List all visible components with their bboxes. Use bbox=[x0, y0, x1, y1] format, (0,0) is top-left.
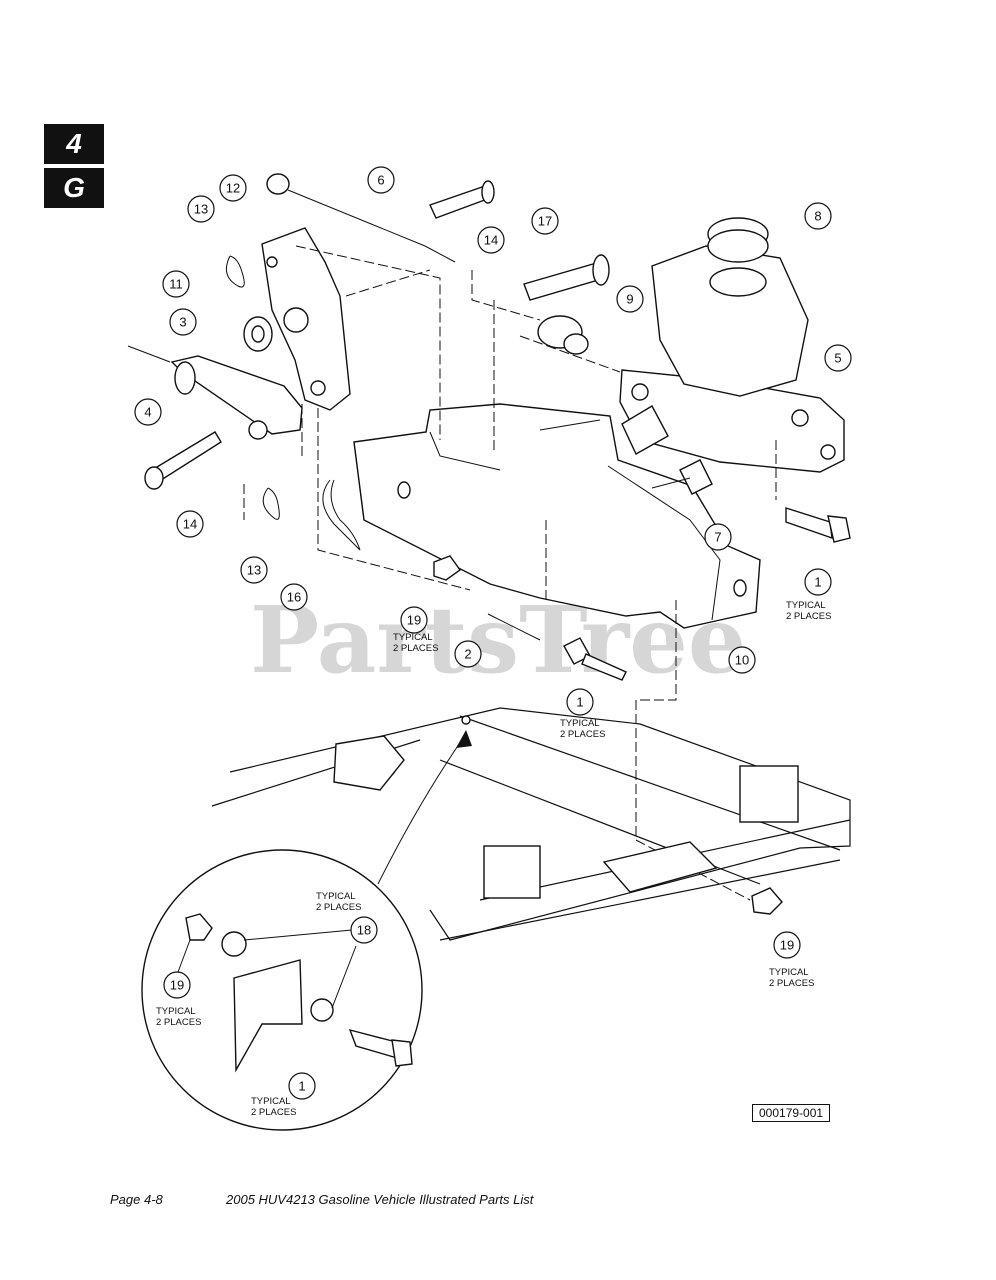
callout-2: 2 bbox=[454, 640, 482, 668]
callout-label: 14 bbox=[484, 233, 498, 248]
callout-circle bbox=[350, 916, 378, 944]
callout-label: 3 bbox=[179, 315, 186, 330]
note-typical: TYPICAL bbox=[251, 1096, 291, 1107]
footer-page-number: Page 4-8 bbox=[110, 1192, 163, 1207]
callout-circle bbox=[804, 568, 832, 596]
callout-circle bbox=[288, 1072, 316, 1100]
callout-label: 6 bbox=[377, 173, 384, 188]
callout-7: 7 bbox=[704, 523, 732, 551]
note-typical: TYPICAL bbox=[316, 891, 356, 902]
note-typical: TYPICAL bbox=[769, 967, 809, 978]
callout-circle bbox=[477, 226, 505, 254]
note-places: 2 PLACES bbox=[156, 1017, 201, 1028]
callout-circle bbox=[176, 510, 204, 538]
callout-1: 1 bbox=[804, 568, 832, 596]
callout-10: 10 bbox=[728, 646, 756, 674]
callout-circle bbox=[773, 931, 801, 959]
callout-label: 11 bbox=[169, 277, 183, 292]
callout-19: 19 bbox=[400, 606, 428, 634]
callout-8: 8 bbox=[804, 202, 832, 230]
note-places: 2 PLACES bbox=[560, 729, 605, 740]
callout-12: 12 bbox=[219, 174, 247, 202]
note-places: 2 PLACES bbox=[786, 611, 831, 622]
callout-3: 3 bbox=[169, 308, 197, 336]
callout-19: 19 bbox=[163, 971, 191, 999]
callout-label: 13 bbox=[194, 202, 208, 217]
callout-18: 18 bbox=[350, 916, 378, 944]
detail-inset-circle bbox=[141, 849, 423, 1131]
callout-13: 13 bbox=[187, 195, 215, 223]
callout-1: 1 bbox=[566, 688, 594, 716]
figure-number: 000179-001 bbox=[752, 1104, 831, 1122]
callout-19: 19 bbox=[773, 931, 801, 959]
callout-circle bbox=[454, 640, 482, 668]
note-typical: TYPICAL bbox=[560, 718, 600, 729]
callout-circle bbox=[240, 556, 268, 584]
callout-6: 6 bbox=[367, 166, 395, 194]
callout-label: 19 bbox=[780, 938, 794, 953]
callout-label: 17 bbox=[538, 214, 552, 229]
callout-circle bbox=[163, 971, 191, 999]
callout-14: 14 bbox=[176, 510, 204, 538]
callout-circle bbox=[704, 523, 732, 551]
callout-label: 12 bbox=[226, 181, 240, 196]
callout-circle bbox=[219, 174, 247, 202]
callout-4: 4 bbox=[134, 398, 162, 426]
callout-label: 1 bbox=[298, 1079, 305, 1094]
callout-1: 1 bbox=[288, 1072, 316, 1100]
callout-9: 9 bbox=[616, 285, 644, 313]
note-places: 2 PLACES bbox=[769, 978, 814, 989]
note-typical: TYPICAL bbox=[786, 600, 826, 611]
callout-label: 1 bbox=[576, 695, 583, 710]
callout-circle bbox=[804, 202, 832, 230]
callout-label: 10 bbox=[735, 653, 749, 668]
callout-label: 18 bbox=[357, 923, 371, 938]
callout-circle bbox=[162, 270, 190, 298]
callout-label: 9 bbox=[626, 292, 633, 307]
note-typical: TYPICAL bbox=[393, 632, 433, 643]
callout-circle bbox=[566, 688, 594, 716]
section-tab-letter: G bbox=[44, 168, 104, 208]
callout-label: 14 bbox=[183, 517, 197, 532]
callout-label: 8 bbox=[814, 209, 821, 224]
callout-circle bbox=[531, 207, 559, 235]
callout-label: 1 bbox=[814, 575, 821, 590]
callout-circle bbox=[367, 166, 395, 194]
callout-16: 16 bbox=[280, 583, 308, 611]
callout-circle bbox=[169, 308, 197, 336]
pedal-mechanism-drawing bbox=[127, 173, 851, 901]
callout-label: 5 bbox=[834, 351, 841, 366]
callout-circle bbox=[134, 398, 162, 426]
note-places: 2 PLACES bbox=[251, 1107, 296, 1118]
note-places: 2 PLACES bbox=[316, 902, 361, 913]
section-tab-number: 4 bbox=[44, 124, 104, 164]
callout-circle bbox=[824, 344, 852, 372]
callout-13: 13 bbox=[240, 556, 268, 584]
callout-circle bbox=[616, 285, 644, 313]
callout-14: 14 bbox=[477, 226, 505, 254]
frame-rails-drawing bbox=[211, 707, 851, 941]
callout-11: 11 bbox=[162, 270, 190, 298]
callout-label: 16 bbox=[287, 590, 301, 605]
callout-label: 2 bbox=[464, 647, 471, 662]
callout-label: 4 bbox=[144, 405, 151, 420]
note-places: 2 PLACES bbox=[393, 643, 438, 654]
callout-label: 19 bbox=[170, 978, 184, 993]
callout-label: 7 bbox=[714, 530, 721, 545]
callout-circle bbox=[728, 646, 756, 674]
callout-label: 19 bbox=[407, 613, 421, 628]
callout-circle bbox=[187, 195, 215, 223]
footer-document-title: 2005 HUV4213 Gasoline Vehicle Illustrate… bbox=[226, 1192, 534, 1207]
callout-circle bbox=[280, 583, 308, 611]
callout-circle bbox=[400, 606, 428, 634]
callout-5: 5 bbox=[824, 344, 852, 372]
callout-17: 17 bbox=[531, 207, 559, 235]
callout-label: 13 bbox=[247, 563, 261, 578]
note-typical: TYPICAL bbox=[156, 1006, 196, 1017]
